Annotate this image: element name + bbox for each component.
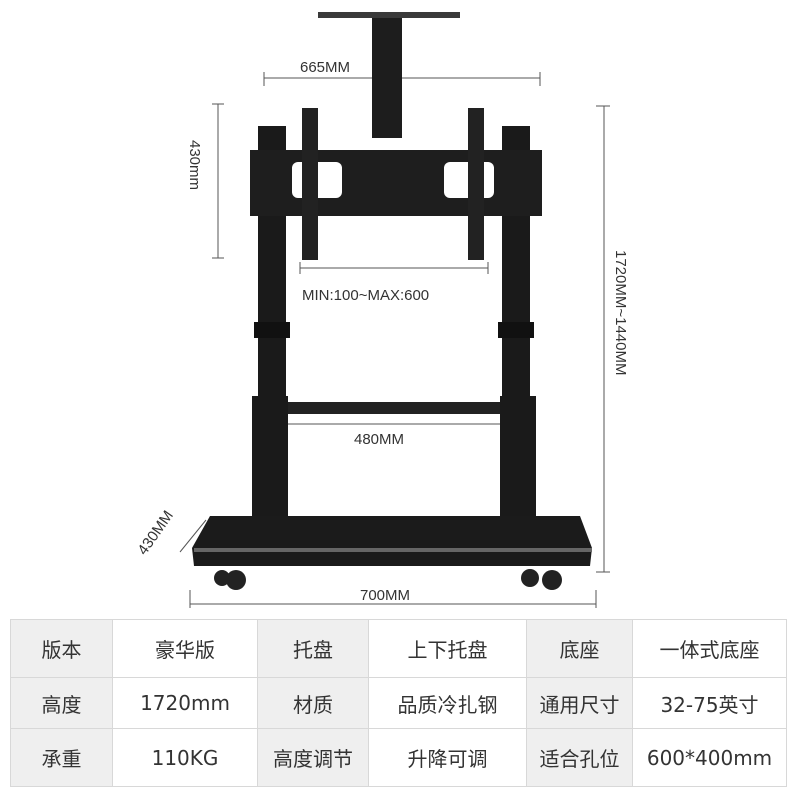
spec-key: 适合孔位 [526, 728, 633, 787]
spec-key: 通用尺寸 [526, 677, 633, 729]
spec-key: 版本 [10, 619, 113, 678]
spec-value: 豪华版 [112, 619, 258, 678]
tray-width-label: 480MM [354, 431, 404, 448]
top-tray [318, 12, 460, 18]
dimension-lines [179, 72, 610, 608]
spec-value: 1720mm [112, 677, 258, 729]
spec-table: 版本 豪华版 托盘 上下托盘 底座 一体式底座 高度 1720mm 材质 品质冷… [10, 619, 787, 787]
tv-stand-diagram: 665MM 430mm MIN:100~MAX:600 1720MM~1440M… [134, 12, 629, 608]
spec-key: 承重 [10, 728, 113, 787]
top-width-label: 665MM [300, 59, 350, 76]
right-vesa-arm [468, 108, 484, 260]
spec-value: 110KG [112, 728, 258, 787]
total-height-label: 1720MM~1440MM [612, 250, 629, 375]
casters [214, 569, 562, 590]
spec-value: 600*400mm [632, 728, 787, 787]
lower-tray [288, 402, 500, 414]
spec-key: 高度 [10, 677, 113, 729]
spec-value: 品质冷扎钢 [368, 677, 527, 729]
vesa-range-label: MIN:100~MAX:600 [302, 287, 429, 304]
spec-row: 高度 1720mm 材质 品质冷扎钢 通用尺寸 32-75英寸 [10, 677, 787, 729]
base [192, 516, 592, 566]
spec-value: 32-75英寸 [632, 677, 787, 729]
spec-value: 升降可调 [368, 728, 527, 787]
spec-key: 高度调节 [257, 728, 369, 787]
base-depth-label: 430MM [134, 508, 177, 559]
center-column [372, 18, 402, 138]
left-vesa-arm [302, 108, 318, 260]
bracket-height-label: 430mm [186, 140, 203, 190]
spec-value: 一体式底座 [632, 619, 787, 678]
spec-row: 版本 豪华版 托盘 上下托盘 底座 一体式底座 [10, 619, 787, 678]
spec-row: 承重 110KG 高度调节 升降可调 适合孔位 600*400mm [10, 728, 787, 787]
spec-value: 上下托盘 [368, 619, 527, 678]
spec-key: 底座 [526, 619, 633, 678]
spec-key: 托盘 [257, 619, 369, 678]
base-width-label: 700MM [360, 587, 410, 604]
spec-key: 材质 [257, 677, 369, 729]
